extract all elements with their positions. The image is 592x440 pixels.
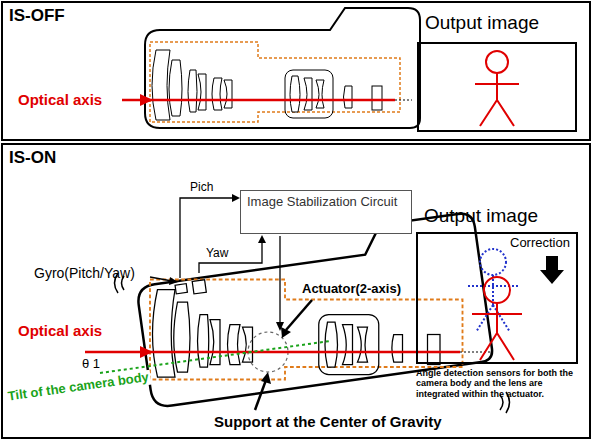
heading: IS-OFF xyxy=(9,6,65,26)
signal-name: Pich xyxy=(190,181,213,195)
panel: IS-OFF Output image xyxy=(1,1,591,141)
axis-label: Optical axis xyxy=(18,91,102,108)
output-frame: Output image xyxy=(417,42,577,132)
part-name: Actuator(2-axis) xyxy=(300,282,403,297)
camera-off xyxy=(122,8,420,128)
part-name: Gyro(Pitch/Yaw) xyxy=(34,265,135,281)
heading: IS-ON xyxy=(9,148,56,168)
signal-name: Yaw xyxy=(206,247,228,261)
tilt-label: Tilt of the camera body xyxy=(5,370,152,405)
output-frame: Output image xyxy=(416,232,578,364)
axis-label: Optical axis xyxy=(18,322,102,339)
figure-on xyxy=(468,249,564,360)
heading: Output image xyxy=(425,12,539,34)
circuit-box: Image Stabilization Circuit xyxy=(240,190,412,234)
part-name: Support at the Center of Gravity xyxy=(212,413,444,430)
correction-label: Correction xyxy=(510,236,570,251)
heading: Output image xyxy=(424,205,538,227)
figure-off xyxy=(475,51,519,126)
angle-label: θ 1 xyxy=(82,357,100,372)
box-text: Image Stabilization Circuit xyxy=(241,191,411,213)
note: Angle detection sensors for both the cam… xyxy=(416,368,588,399)
